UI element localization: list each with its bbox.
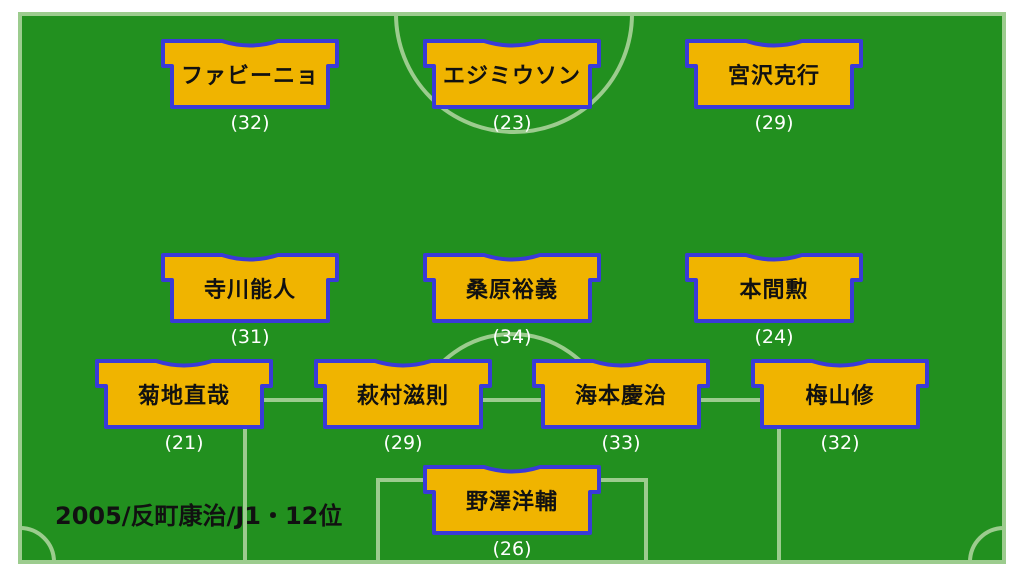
player-gk: 野澤洋輔 (26) (422, 464, 602, 574)
player-name: 寺川能人 (203, 278, 296, 303)
player-df-1: 菊地直哉 (21) (94, 358, 274, 468)
player-age: (29) (754, 112, 794, 134)
shirt-icon (422, 464, 602, 536)
shirt-icon (94, 358, 274, 430)
shirt-icon (750, 358, 930, 430)
player-name: 萩村滋則 (356, 384, 449, 409)
player-name: エジミウソン (442, 64, 581, 89)
player-df-2: 萩村滋則 (29) (313, 358, 493, 468)
player-age: (21) (164, 432, 204, 454)
player-mf-right: 本間勲 (24) (684, 252, 864, 362)
player-name: 海本慶治 (574, 384, 667, 409)
player-name: 桑原裕義 (465, 278, 558, 303)
shirt-icon (160, 38, 340, 110)
player-age: (32) (820, 432, 860, 454)
player-df-4: 梅山修 (32) (750, 358, 930, 468)
player-age: (34) (492, 326, 532, 348)
player-name: 野澤洋輔 (465, 490, 558, 515)
player-fw-left: ファビーニョ (32) (160, 38, 340, 148)
shirt-icon (422, 38, 602, 110)
shirt-icon (684, 38, 864, 110)
player-age: (33) (601, 432, 641, 454)
player-df-3: 海本慶治 (33) (531, 358, 711, 468)
season-caption: 2005/反町康治/J1・12位 (55, 502, 343, 530)
player-name: 梅山修 (805, 384, 875, 409)
shirt-icon (313, 358, 493, 430)
player-fw-right: 宮沢克行 (29) (684, 38, 864, 148)
shirt-icon (160, 252, 340, 324)
corner-arc-right (968, 526, 1005, 563)
player-age: (31) (230, 326, 270, 348)
player-age: (32) (230, 112, 270, 134)
player-age: (26) (492, 538, 532, 560)
player-name: 宮沢克行 (727, 64, 820, 89)
corner-arc-left (19, 526, 56, 563)
player-name: ファビーニョ (180, 64, 319, 89)
shirt-icon (531, 358, 711, 430)
player-fw-center: エジミウソン (23) (422, 38, 602, 148)
shirt-icon (684, 252, 864, 324)
player-age: (24) (754, 326, 794, 348)
shirt-icon (422, 252, 602, 324)
player-mf-center: 桑原裕義 (34) (422, 252, 602, 362)
player-name: 本間勲 (739, 278, 809, 303)
player-mf-left: 寺川能人 (31) (160, 252, 340, 362)
center-circle-arc (394, 13, 634, 134)
player-age: (29) (383, 432, 423, 454)
player-name: 菊地直哉 (137, 384, 230, 409)
player-age: (23) (492, 112, 532, 134)
